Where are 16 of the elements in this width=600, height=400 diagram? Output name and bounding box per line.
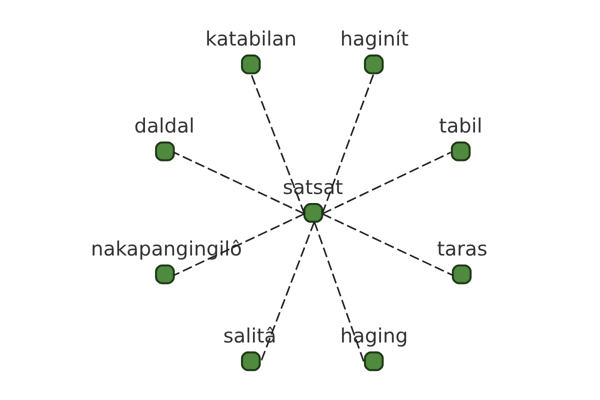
connector (173, 213, 305, 276)
connector (250, 73, 306, 214)
connector (322, 213, 454, 276)
node-label: taras (437, 238, 488, 261)
connector (314, 221, 365, 362)
node-label: katabilan (205, 28, 297, 51)
connector (260, 221, 316, 363)
connector (321, 73, 375, 214)
node-label: satsat (282, 176, 343, 200)
node-label: tabil (439, 114, 482, 138)
node-label: daldal (134, 114, 195, 138)
node-label: salitâ (223, 324, 276, 348)
node-label: haginít (340, 28, 409, 51)
connector (322, 152, 452, 215)
connector (173, 152, 305, 215)
node-label: haging (340, 324, 408, 348)
